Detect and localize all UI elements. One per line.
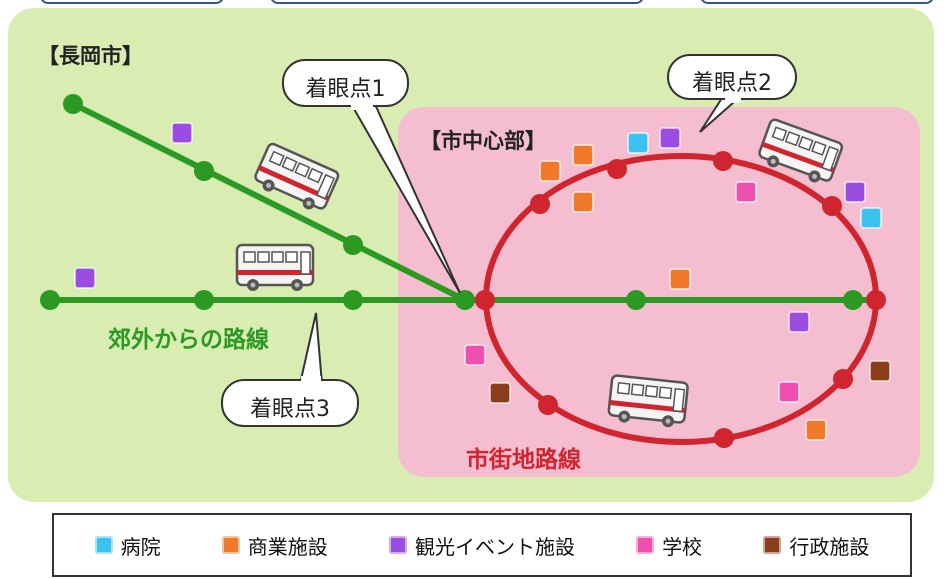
callout-1-text: 着眼点1 xyxy=(305,77,386,102)
legend-item-school: 学校 xyxy=(636,531,702,560)
legend: 病院 商業施設 観光イベント施設 学校 行政施設 xyxy=(52,513,912,577)
city-line-label: 市街地路線 xyxy=(466,447,581,473)
tourism-swatch-icon xyxy=(388,536,407,554)
callout-3 xyxy=(221,312,359,427)
legend-item-government: 行政施設 xyxy=(763,531,869,560)
callout-2-text: 着眼点2 xyxy=(692,71,772,96)
legend-label: 商業施設 xyxy=(247,534,328,559)
legend-label: 行政施設 xyxy=(789,534,870,559)
bus-icon xyxy=(235,243,315,293)
legend-label: 学校 xyxy=(662,534,703,559)
bus-icon xyxy=(606,373,690,431)
city-loop-stations xyxy=(475,151,886,448)
school-swatch-icon xyxy=(636,536,655,554)
bus-icon xyxy=(754,117,845,189)
callout-3-text: 着眼点3 xyxy=(250,397,330,422)
government-swatch-icon xyxy=(763,536,782,554)
suburban-stations xyxy=(40,94,863,310)
callout-1 xyxy=(282,59,461,294)
legend-label: 病院 xyxy=(120,534,161,559)
legend-label: 観光イベント施設 xyxy=(414,534,575,559)
route-diagram xyxy=(40,54,891,448)
city-center-label: 【市中心部】 xyxy=(420,129,546,153)
callout-2 xyxy=(667,54,797,133)
bus-icon xyxy=(250,141,341,217)
legend-item-hospital: 病院 xyxy=(94,531,161,560)
city-name-label: 【長岡市】 xyxy=(38,44,143,68)
legend-item-commercial: 商業施設 xyxy=(221,531,328,560)
hospital-swatch-icon xyxy=(94,536,113,554)
legend-item-tourism: 観光イベント施設 xyxy=(388,531,575,560)
facility-markers xyxy=(74,122,891,441)
commercial-swatch-icon xyxy=(221,536,240,554)
suburban-line-label: 郊外からの路線 xyxy=(108,327,269,353)
